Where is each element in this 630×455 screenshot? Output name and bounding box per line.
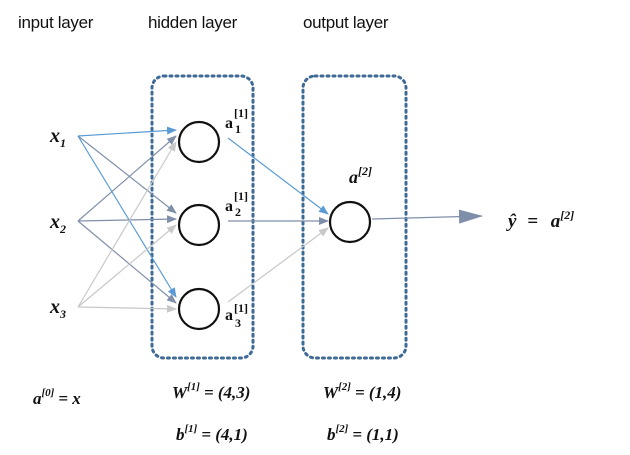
edge-x3-h2 xyxy=(77,224,177,308)
prediction-label: ŷ = a[2] xyxy=(506,208,574,232)
edge-x1-h3 xyxy=(77,135,177,298)
hidden-label-1-sup: [1] xyxy=(234,106,248,120)
edge-x2-h2 xyxy=(77,215,177,224)
hidden-label-1: a [1] 1 xyxy=(225,106,248,136)
output-layer-box xyxy=(301,74,408,360)
hidden-label-2: a [1] 2 xyxy=(225,189,248,219)
hidden-label-2-sub: 2 xyxy=(235,205,241,219)
hidden-layer-header: hidden layer xyxy=(148,13,238,32)
output-node xyxy=(328,200,372,244)
input-label-2: x2 xyxy=(49,211,66,236)
output-layer-header: output layer xyxy=(303,13,389,32)
hidden-label-1-base: a xyxy=(225,115,233,132)
eq-w1: W[1]= (4,3) xyxy=(172,381,250,402)
output-arrow xyxy=(371,209,483,224)
hidden-label-2-base: a xyxy=(225,198,233,215)
input-layer-header: input layer xyxy=(18,13,94,32)
edge-x3-h1 xyxy=(77,141,177,308)
hidden-label-3-sub: 3 xyxy=(235,316,241,330)
hidden-to-output-connections xyxy=(227,137,329,303)
hidden-node-1 xyxy=(177,120,221,164)
edge-x1-h2 xyxy=(77,135,177,214)
edge-x3-h3 xyxy=(77,304,177,313)
edge-h1-out xyxy=(227,137,329,215)
hidden-label-3-sup: [1] xyxy=(234,301,248,315)
eq-b2: b[2]= (1,1) xyxy=(327,423,399,444)
edge-x1-h1 xyxy=(77,126,177,137)
eq-a0: a[0]= x xyxy=(33,387,81,408)
hidden-label-3-base: a xyxy=(225,307,233,324)
hidden-node-3 xyxy=(177,287,221,331)
eq-w2: W[2]= (1,4) xyxy=(323,381,401,402)
hidden-label-3: a [1] 3 xyxy=(225,301,248,330)
edge-h3-out xyxy=(227,227,329,303)
hidden-label-1-sub: 1 xyxy=(235,122,241,136)
input-label-1: x1 xyxy=(49,125,66,150)
output-label: a[2] xyxy=(349,164,372,187)
edge-x2-h3 xyxy=(77,220,177,304)
hidden-node-2 xyxy=(177,203,221,247)
eq-b1: b[1]= (4,1) xyxy=(176,423,248,444)
hidden-layer-box xyxy=(150,74,255,360)
hidden-label-2-sup: [1] xyxy=(234,189,248,203)
input-to-hidden-connections xyxy=(77,126,177,313)
input-label-3: x3 xyxy=(49,296,66,321)
edge-x2-h1 xyxy=(77,135,177,222)
